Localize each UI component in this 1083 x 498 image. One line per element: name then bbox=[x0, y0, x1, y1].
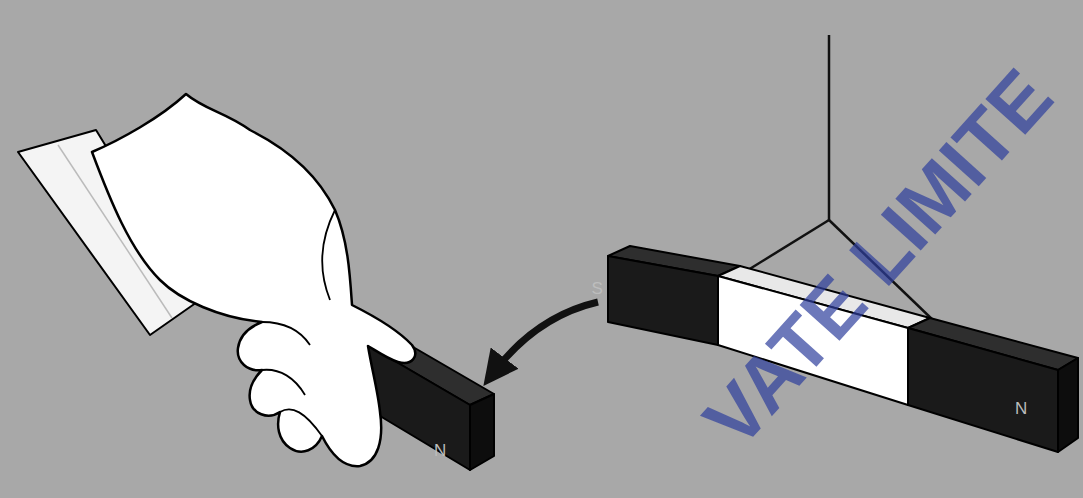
pole-letter: N bbox=[434, 442, 446, 459]
finger-lines bbox=[262, 210, 335, 436]
attraction-arrow bbox=[494, 302, 598, 372]
hand bbox=[92, 94, 415, 466]
pole-letter: S bbox=[592, 280, 603, 297]
pole-letter: N bbox=[1015, 400, 1027, 417]
